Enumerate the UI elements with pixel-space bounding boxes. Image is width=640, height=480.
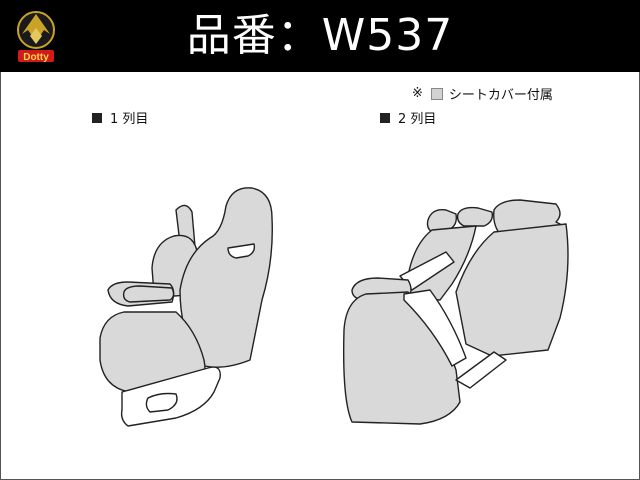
row2-seat-base xyxy=(455,351,507,389)
note-mark: ※ xyxy=(412,86,423,101)
row2-cushion-middle xyxy=(403,289,467,367)
row2-label: 2 列目 xyxy=(380,108,436,127)
row2-label-text: 2 列目 xyxy=(398,112,437,127)
black-square-icon xyxy=(92,112,102,123)
svg-text:Dotty: Dotty xyxy=(23,52,49,63)
gray-legend-swatch xyxy=(430,87,443,100)
row2-headrest-left xyxy=(426,209,458,233)
page-title: 品番：W537 xyxy=(186,10,454,61)
row2-headrest-center xyxy=(456,206,494,227)
row1-headrest-slot xyxy=(227,243,256,259)
row1-label: 1 列目 xyxy=(92,108,148,127)
row2-backrest-right xyxy=(455,223,569,357)
row1-armrest-top xyxy=(122,285,175,303)
note-text: シートカバー付属 xyxy=(448,88,553,103)
row1-backrest xyxy=(179,187,273,368)
black-square-icon xyxy=(380,112,390,123)
header-bar: 品番：W537 Dotty xyxy=(0,0,640,72)
row1-cushion xyxy=(99,311,206,393)
row1-adjust-lever xyxy=(145,392,178,413)
seat-cover-note: ※ シートカバー付属 xyxy=(412,84,553,103)
row1-label-text: 1 列目 xyxy=(110,112,149,127)
dotty-logo: Dotty xyxy=(17,11,55,63)
